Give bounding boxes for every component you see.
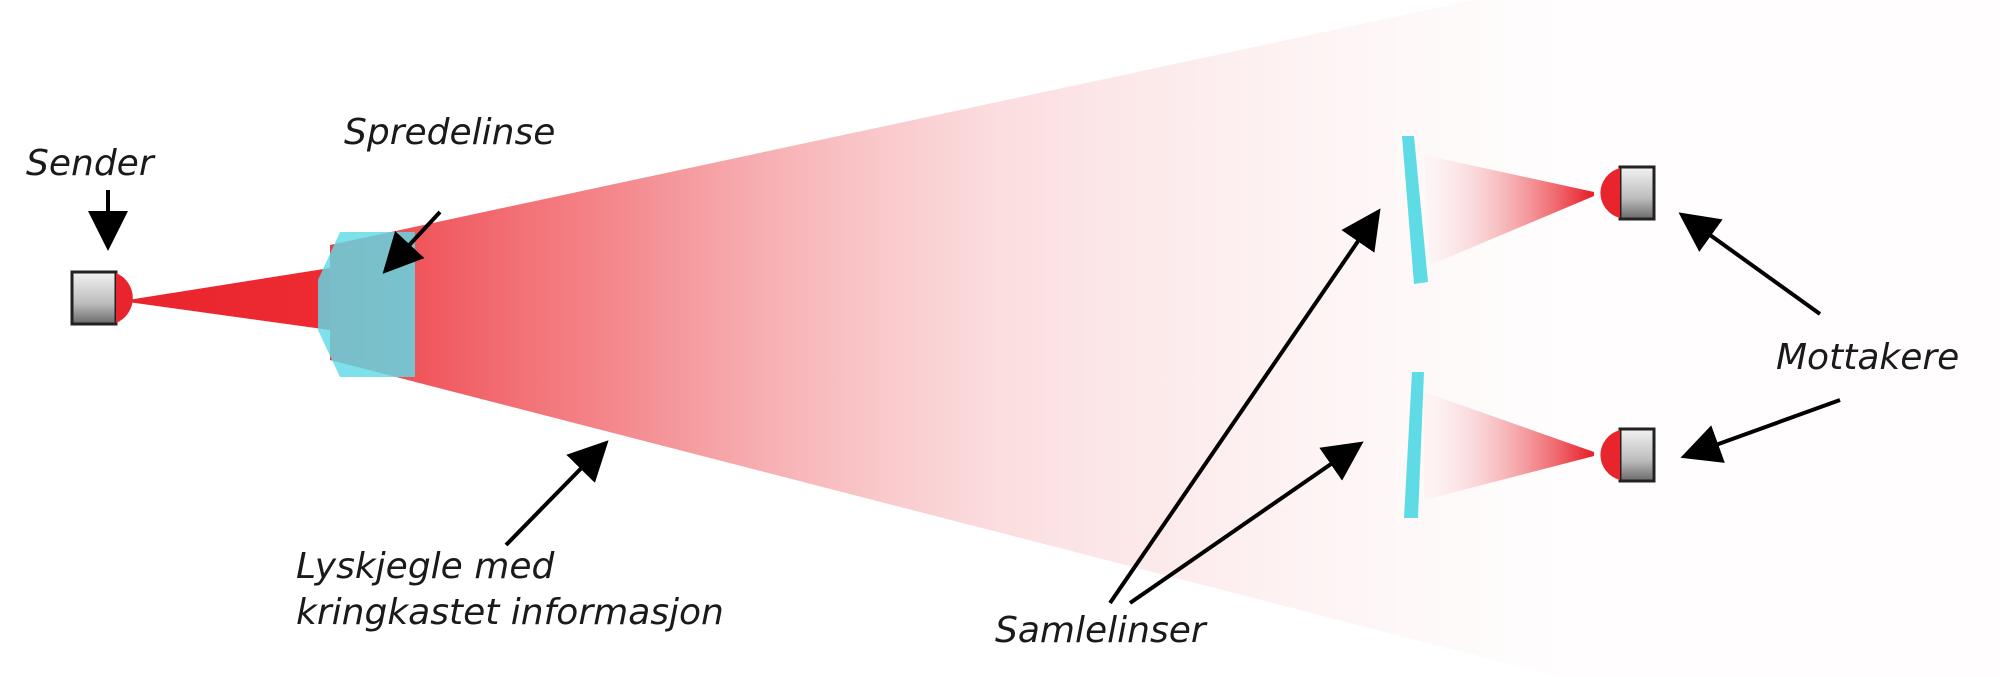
spredelinse-label: Spredelinse (344, 112, 556, 153)
receiver-device-bottom (1600, 427, 1656, 483)
lyskjegle-arrow (504, 440, 609, 547)
mottakere-arrow-bottom (1680, 398, 1841, 463)
sender-beam (128, 268, 330, 330)
sender-device (70, 270, 133, 326)
lyskjegle-label: Lyskjegle med kringkastet informasjon (296, 544, 724, 636)
mottakere-arrow-top (1678, 212, 1822, 316)
samlelinser-arrow-bottom (1128, 441, 1364, 605)
samlelinser-label: Samlelinser (995, 610, 1206, 651)
receiver-device-top (1600, 165, 1656, 221)
spredelinse-arrow (382, 210, 442, 274)
mottakere-label: Mottakere (1776, 337, 1960, 378)
lyskjegle-label-line1: Lyskjegle med (296, 546, 555, 587)
receiver-beam-bottom (1424, 392, 1594, 500)
collecting-lens-bottom (1404, 372, 1424, 518)
sender-label: Sender (26, 143, 154, 184)
receiver-beam-top (1424, 155, 1594, 265)
samlelinser-arrow-top (1108, 208, 1381, 605)
collecting-lens-top (1402, 136, 1428, 284)
lyskjegle-label-line2: kringkastet informasjon (296, 592, 724, 633)
light-cone (330, 0, 2000, 677)
